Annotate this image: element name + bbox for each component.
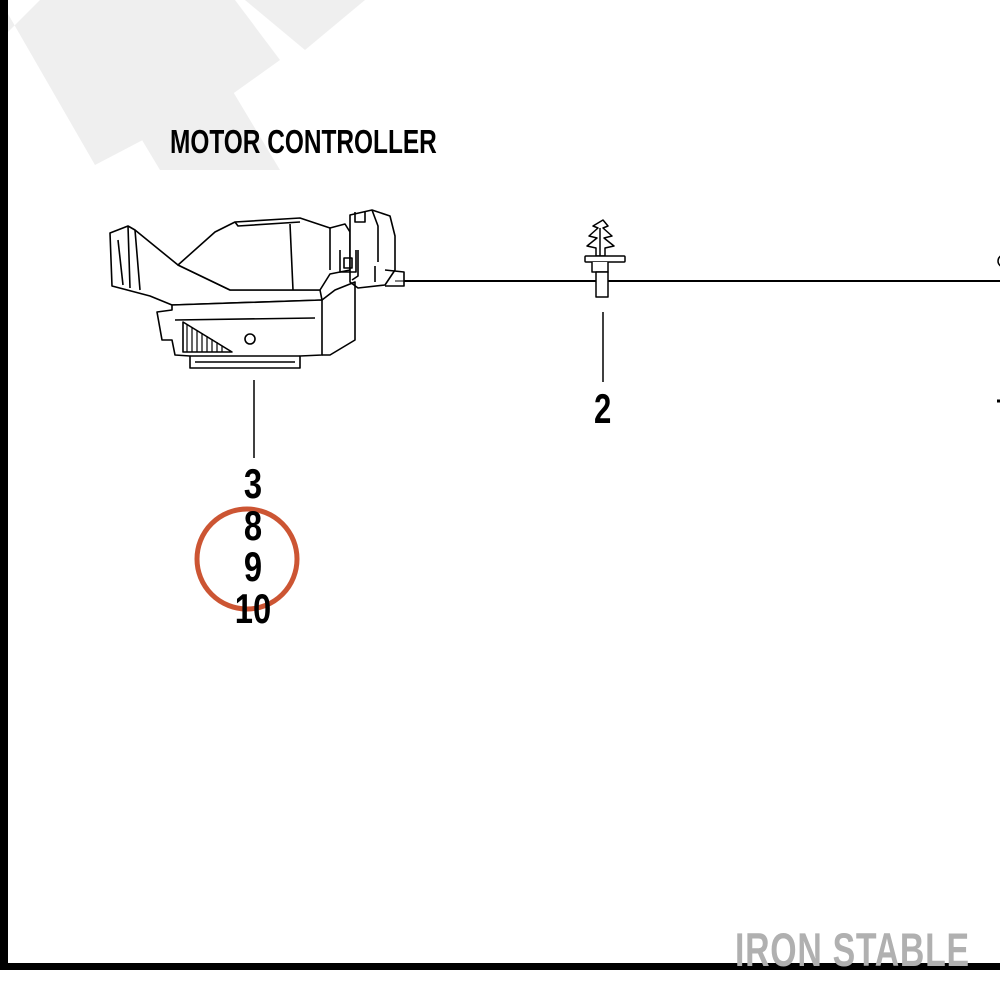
callout-number-controller: 10 bbox=[234, 585, 272, 632]
frame-bottom-border bbox=[0, 963, 1000, 970]
diagram-title: MOTOR CONTROLLER bbox=[170, 123, 437, 160]
watermark-logo-text: IRON STABLE bbox=[735, 923, 970, 976]
callout-number-controller: 8 bbox=[243, 502, 263, 549]
callout-number-clip: 2 bbox=[594, 385, 612, 432]
push-clip-drawing bbox=[584, 219, 626, 298]
background-stripes bbox=[0, 0, 365, 170]
callout-number-controller: 9 bbox=[243, 543, 263, 590]
frame-left-border bbox=[0, 0, 8, 970]
motor-controller-drawing bbox=[109, 209, 405, 369]
callout-number-controller: 3 bbox=[243, 460, 263, 507]
highlight-circle bbox=[194, 506, 300, 612]
